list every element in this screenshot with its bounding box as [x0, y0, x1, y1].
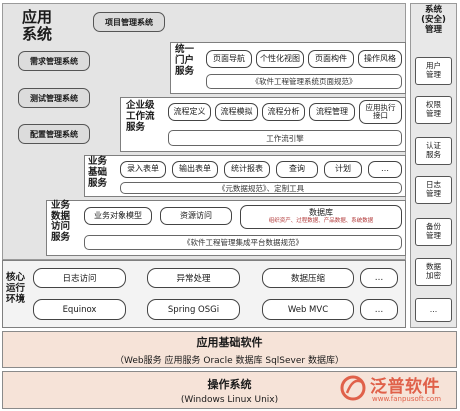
data-access-label: 业务 数据 访问 服务 [51, 200, 71, 243]
business-item-more[interactable]: … [368, 161, 402, 178]
security-log-management[interactable]: 日志 管理 [415, 176, 452, 204]
core-data-compression[interactable]: 数据压缩 [262, 268, 354, 288]
operating-system-bar: 操作系统 (Windows Linux Unix) [2, 371, 457, 409]
data-spec-bar: 《软件工程管理集成平台数据规范》 [84, 235, 402, 250]
core-log-access[interactable]: 日志访问 [33, 268, 126, 288]
operating-system-title: 操作系统 [207, 377, 252, 391]
business-item-input-form[interactable]: 录入表单 [120, 161, 166, 178]
security-more[interactable]: … [415, 298, 452, 322]
portal-item-page-navigation[interactable]: 页面导航 [206, 50, 252, 68]
requirements-management-system[interactable]: 需求管理系统 [18, 51, 90, 71]
portal-spec-bar: 《软件工程管理系统页面规范》 [206, 74, 402, 89]
business-metadata-bar: 《元数据规范》、定制工具 [120, 182, 402, 194]
portal-service-label: 统一 门户 服务 [175, 44, 195, 78]
business-item-plan[interactable]: 计划 [324, 161, 362, 178]
workflow-item-management[interactable]: 流程管理 [309, 103, 355, 121]
core-runtime-label: 核心 运行 环境 [6, 272, 26, 306]
security-auth-service[interactable]: 认证 服务 [415, 137, 452, 165]
database-subtitle: 组织资产、过程数据、产品数据、系统数据 [268, 217, 374, 224]
security-user-management[interactable]: 用户 管理 [415, 57, 452, 85]
core-exception-handling[interactable]: 异常处理 [147, 268, 240, 288]
app-base-software-subtitle: （Web服务 应用服务 Oracle 数据库 SqlSever 数据库） [115, 355, 344, 366]
business-item-output-form[interactable]: 输出表单 [172, 161, 218, 178]
app-base-software-bar: 应用基础软件 （Web服务 应用服务 Oracle 数据库 SqlSever 数… [2, 331, 457, 368]
fanpusoft-url: www.fanpusoft.com [372, 395, 442, 403]
core-equinox[interactable]: Equinox [33, 299, 126, 320]
workflow-item-execution-interface[interactable]: 应用执行 接口 [359, 100, 402, 124]
workflow-item-simulation[interactable]: 流程模拟 [215, 103, 258, 121]
security-management-title: 系统 (安全) 管理 [421, 5, 446, 35]
core-spring-osgi[interactable]: Spring OSGi [147, 299, 240, 320]
portal-item-page-component[interactable]: 页面构件 [308, 50, 354, 68]
business-item-statistics-report[interactable]: 统计报表 [224, 161, 270, 178]
fanpusoft-brand: 泛普软件 [370, 377, 440, 397]
project-management-system[interactable]: 项目管理系统 [93, 12, 165, 32]
portal-item-personalized-view[interactable]: 个性化视图 [256, 50, 304, 68]
portal-item-operation-style[interactable]: 操作风格 [358, 50, 402, 68]
operating-system-subtitle: (Windows Linux Unix) [180, 394, 279, 405]
business-service-label: 业务 基础 服务 [88, 156, 108, 190]
application-system-title: 应用 系统 [22, 8, 53, 44]
security-permission-management[interactable]: 权限 管理 [415, 96, 452, 124]
business-item-query[interactable]: 查询 [276, 161, 318, 178]
core-row1-more[interactable]: … [360, 268, 398, 288]
configuration-management-system[interactable]: 配置管理系统 [18, 124, 90, 144]
core-row2-more[interactable]: … [360, 299, 398, 320]
workflow-engine-bar: 工作流引擎 [168, 130, 402, 146]
business-object-model[interactable]: 业务对象模型 [84, 207, 152, 225]
workflow-service-label: 企业级 工作流 服务 [126, 100, 155, 134]
resource-access[interactable]: 资源访问 [160, 207, 232, 225]
fanpusoft-watermark: 泛普软件 www.fanpusoft.com [338, 370, 456, 408]
database-title: 数据库 [309, 208, 333, 218]
workflow-item-analysis[interactable]: 流程分析 [262, 103, 305, 121]
core-web-mvc[interactable]: Web MVC [262, 299, 354, 320]
test-management-system[interactable]: 测试管理系统 [18, 88, 90, 108]
security-data-encryption[interactable]: 数据 加密 [415, 258, 452, 286]
security-backup-management[interactable]: 备份 管理 [415, 218, 452, 246]
database-box[interactable]: 数据库 组织资产、过程数据、产品数据、系统数据 [240, 205, 402, 229]
workflow-item-definition[interactable]: 流程定义 [168, 103, 211, 121]
app-base-software-title: 应用基础软件 [196, 335, 263, 349]
fanpusoft-logo-icon [340, 375, 366, 401]
